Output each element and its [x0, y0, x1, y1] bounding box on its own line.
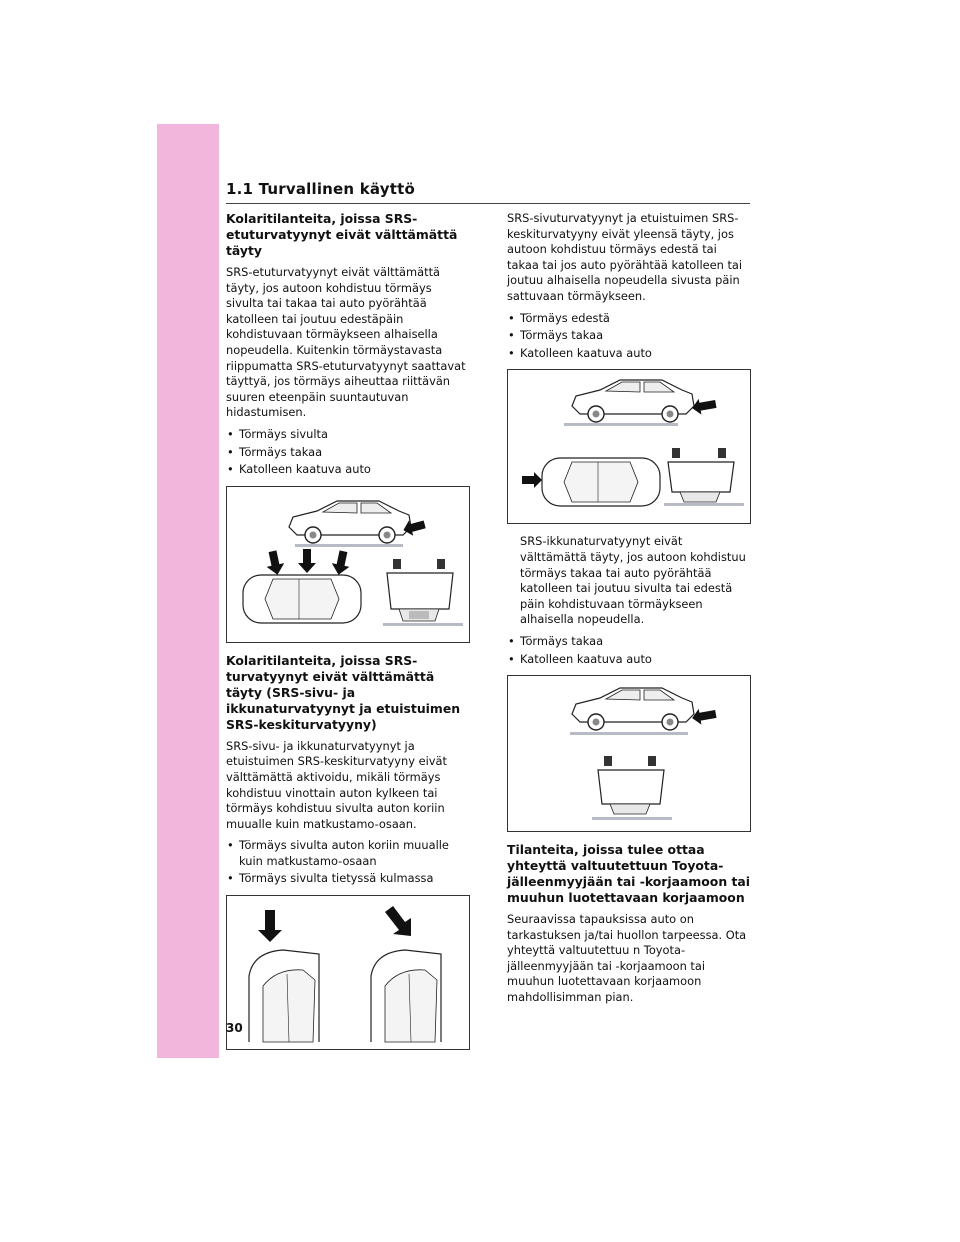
left-column: Kolaritilanteita, joissa SRS-etuturvatyy…	[226, 211, 470, 1060]
list-item: Katolleen kaatuva auto	[507, 652, 751, 668]
list-item: Törmäys sivulta	[226, 427, 470, 443]
paragraph-side-airbag-normal: SRS-sivuturvatyynyt ja etuistuimen SRS-k…	[507, 211, 743, 303]
car-illustration-2	[522, 379, 744, 507]
header-rule	[226, 203, 750, 204]
car-illustration-3	[570, 687, 717, 821]
right-column: SRS-sivuturvatyynyt ja etuistuimen SRS-k…	[507, 211, 751, 1012]
list-item: Törmäys sivulta tietyssä kulmassa	[226, 871, 470, 887]
list-item: Törmäys edestä	[507, 311, 751, 327]
heading-contact-dealer: Tilanteita, joissa tulee ottaa yhteyttä …	[507, 842, 750, 906]
list-item: Katolleen kaatuva auto	[226, 462, 470, 478]
list-item: Törmäys sivulta auton koriin muualle kui…	[226, 838, 470, 869]
list-item: Katolleen kaatuva auto	[507, 346, 751, 362]
figure-front-airbag-cases	[226, 485, 470, 643]
section-title: 1.1 Turvallinen käyttö	[226, 180, 415, 198]
page-number: 30	[226, 1021, 243, 1035]
paragraph-front-airbags: SRS-etuturvatyynyt eivät välttämättä täy…	[226, 265, 466, 420]
section-header: 1.1 Turvallinen käyttö	[226, 180, 750, 204]
figure-side-impact-cases	[226, 895, 470, 1051]
list-item: Törmäys takaa	[507, 328, 751, 344]
list-item: Törmäys takaa	[507, 634, 751, 650]
paragraph-curtain-airbags: SRS-ikkunaturvatyynyt eivät välttämättä …	[520, 534, 746, 627]
figure-side-airbag-cases	[507, 369, 751, 525]
chapter-side-tab	[157, 124, 219, 1058]
paragraph-contact-dealer: Seuraavissa tapauksissa auto on tarkastu…	[507, 912, 747, 1005]
list-curtain-cases: Törmäys takaa Katolleen kaatuva auto	[507, 634, 751, 667]
heading-front-airbags: Kolaritilanteita, joissa SRS-etuturvatyy…	[226, 211, 458, 258]
list-front-cases: Törmäys sivulta Törmäys takaa Katolleen …	[226, 427, 470, 478]
list-side-cases: Törmäys sivulta auton koriin muualle kui…	[226, 838, 470, 887]
list-side-airbag-cases: Törmäys edestä Törmäys takaa Katolleen k…	[507, 311, 751, 362]
car-top-views	[248, 906, 442, 1043]
paragraph-side-airbags: SRS-sivu- ja ikkunaturvatyynyt ja etuist…	[226, 738, 447, 831]
list-item: Törmäys takaa	[226, 445, 470, 461]
heading-side-airbags: Kolaritilanteita, joissa SRS-turvatyynyt…	[226, 652, 461, 732]
figure-curtain-airbag-cases	[507, 675, 751, 833]
car-illustration	[242, 500, 463, 626]
